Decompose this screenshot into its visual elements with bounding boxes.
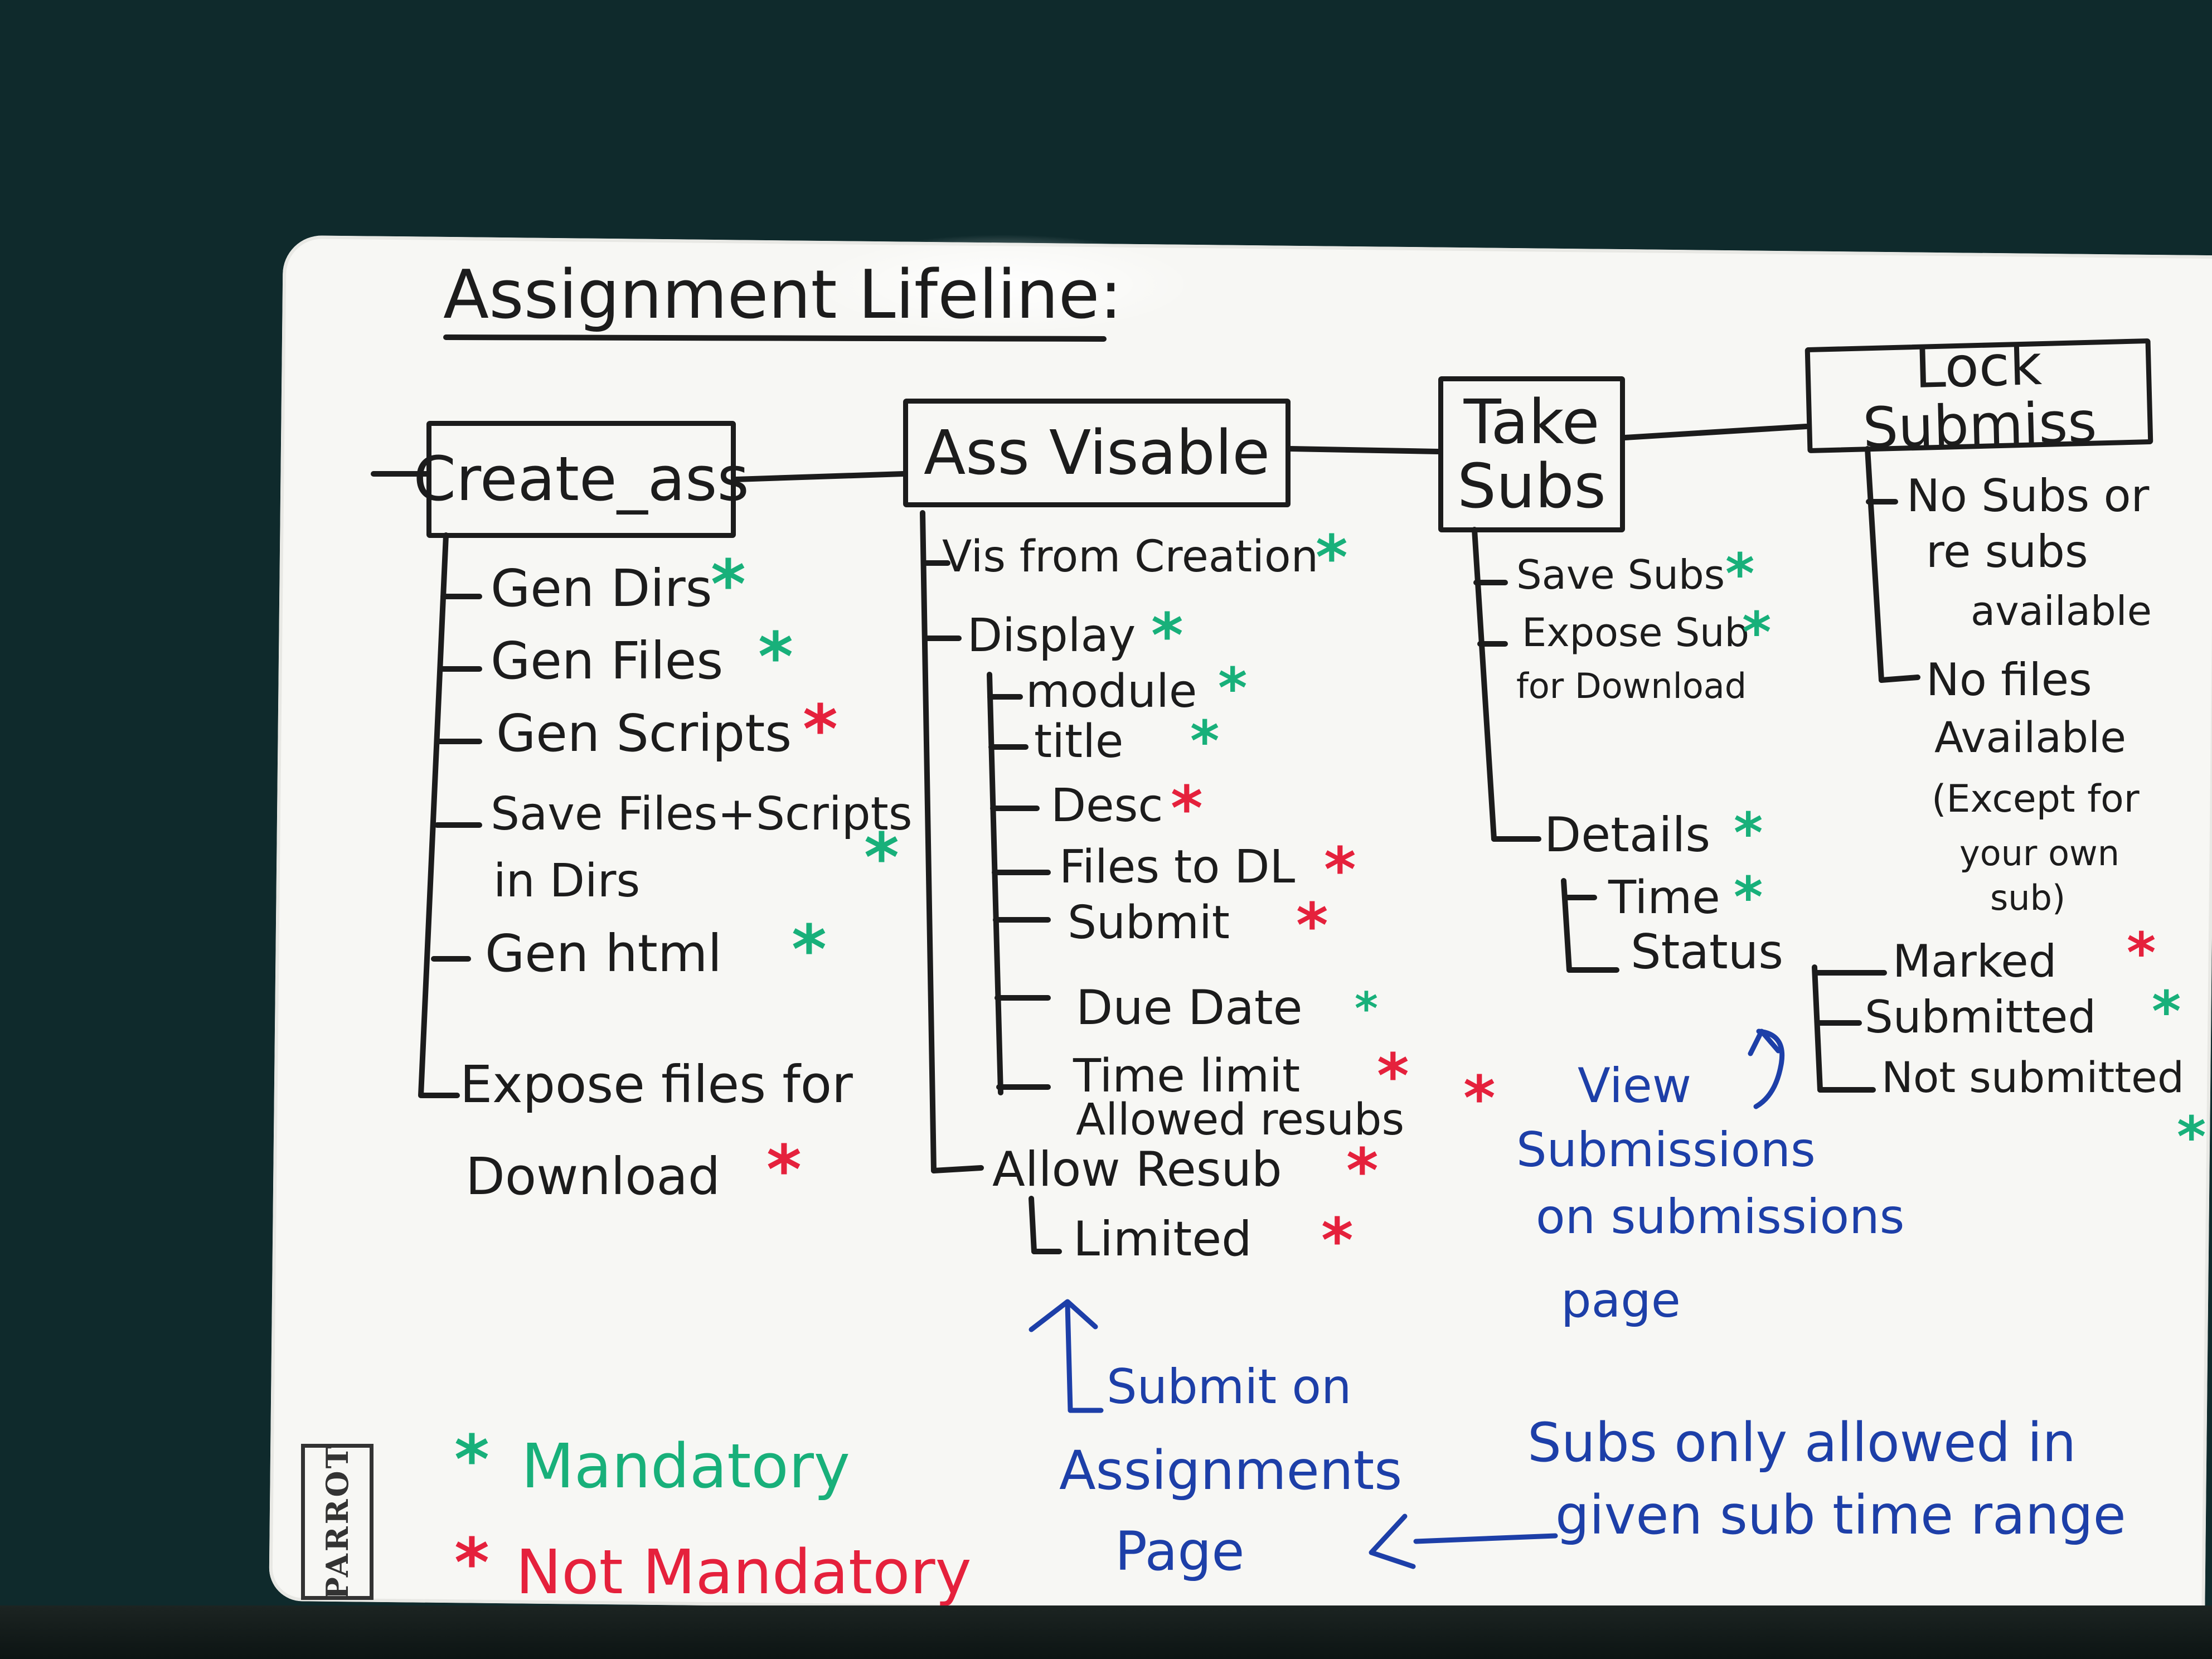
note-submit-on: Page bbox=[1115, 1520, 1245, 1583]
mandatory-star: * bbox=[2152, 979, 2181, 1044]
glare bbox=[808, 234, 1199, 334]
mandatory-star: * bbox=[1734, 801, 1763, 866]
take-item: Save Subs bbox=[1516, 551, 1725, 598]
note-view-subs: Submissions bbox=[1516, 1122, 1816, 1178]
mandatory-star: * bbox=[1734, 865, 1763, 930]
not-mandatory-star: * bbox=[2127, 920, 2156, 986]
lock-item-cont: Available bbox=[1934, 712, 2127, 762]
display-item: Due Date bbox=[1076, 980, 1303, 1036]
board-title: Assignment Lifeline: bbox=[443, 256, 1122, 334]
create-item: Gen Dirs bbox=[491, 559, 712, 618]
not-mandatory-star: * bbox=[1171, 773, 1203, 844]
note-submit-on: Assignments bbox=[1059, 1439, 1403, 1502]
display-item: Submit bbox=[1068, 896, 1230, 949]
brand-logo-text: PARROT bbox=[319, 1444, 355, 1600]
bottom-shadow bbox=[0, 1605, 2212, 1659]
legend-mandatory: Mandatory bbox=[521, 1430, 851, 1502]
mandatory-star: * bbox=[2177, 1104, 2206, 1170]
mandatory-star: * bbox=[1190, 709, 1220, 774]
not-mandatory-star: * bbox=[454, 1525, 489, 1602]
mandatory-star: * bbox=[1725, 541, 1755, 607]
lock-item-cont: (Except for bbox=[1932, 777, 2140, 821]
display-item: Desc bbox=[1051, 779, 1163, 832]
create-item: Save Files+Scripts bbox=[491, 788, 913, 841]
mandatory-star: * bbox=[792, 911, 827, 989]
limited: Limited bbox=[1073, 1211, 1252, 1267]
mandatory-star: * bbox=[454, 1422, 489, 1499]
lock-item-cont: sub) bbox=[1990, 877, 2066, 918]
legend-not-mandatory: Not Mandatory bbox=[516, 1536, 972, 1608]
display-item: Files to DL bbox=[1059, 841, 1296, 894]
display-item: module bbox=[1026, 665, 1197, 718]
mandatory-star: * bbox=[1742, 600, 1772, 665]
lock-item-cont: available bbox=[1971, 588, 2152, 634]
details-label: Details bbox=[1544, 807, 1711, 863]
lock-item: No Subs or bbox=[1907, 470, 2150, 522]
not-mandatory-star: * bbox=[1296, 890, 1328, 961]
status-label: Status bbox=[1631, 924, 1784, 980]
display-item: Time limit bbox=[1073, 1050, 1301, 1103]
lock-item: No files bbox=[1926, 654, 2092, 706]
not-mandatory-star: * bbox=[1377, 1040, 1409, 1112]
stage-box-visible: Ass Visable bbox=[903, 399, 1291, 507]
note-view-subs: on submissions bbox=[1536, 1189, 1905, 1245]
not-mandatory-star: * bbox=[767, 1132, 802, 1209]
brand-logo: PARROT bbox=[301, 1444, 373, 1600]
mandatory-star: * bbox=[1218, 656, 1248, 721]
mandatory-star: * bbox=[1316, 522, 1348, 593]
mandatory-star: * bbox=[1151, 600, 1183, 671]
display-label: Display bbox=[967, 609, 1136, 662]
mandatory-star: * bbox=[864, 819, 899, 897]
lock-item-cont: your own bbox=[1959, 833, 2120, 874]
note-subs-only: Subs only allowed in bbox=[1527, 1411, 2077, 1474]
create-item: Gen Scripts bbox=[496, 704, 792, 763]
mandatory-star: * bbox=[1355, 983, 1378, 1035]
status-item: Marked bbox=[1893, 935, 2057, 987]
note-view-subs: page bbox=[1561, 1273, 1681, 1328]
note-subs-only: given sub time range bbox=[1555, 1484, 2126, 1546]
stage-box-lock: Lock Submiss bbox=[1804, 332, 2153, 460]
create-item: Gen Files bbox=[491, 631, 724, 691]
time-label: Time bbox=[1608, 871, 1720, 924]
note-view-subs: View bbox=[1578, 1058, 1692, 1114]
not-mandatory-star: * bbox=[1463, 1063, 1496, 1134]
mandatory-star: * bbox=[758, 619, 793, 696]
display-item: title bbox=[1034, 715, 1124, 768]
status-item: Submitted bbox=[1865, 991, 2097, 1043]
note-submit-on: Submit on bbox=[1107, 1359, 1352, 1415]
create-item-cont: Download bbox=[465, 1147, 721, 1206]
create-item-cont: in Dirs bbox=[493, 855, 641, 908]
create-item: Expose files for bbox=[460, 1055, 853, 1114]
vis-from-creation: Vis from Creation bbox=[942, 532, 1319, 582]
stage-box-take: Take Subs bbox=[1438, 376, 1625, 532]
allow-resub: Allow Resub bbox=[992, 1142, 1282, 1197]
status-item: Not submitted bbox=[1881, 1052, 2185, 1102]
take-item-cont: for Download bbox=[1516, 666, 1747, 706]
lock-item-cont: re subs bbox=[1926, 526, 2088, 578]
create-item: Gen html bbox=[485, 924, 722, 983]
not-mandatory-star: * bbox=[803, 691, 838, 769]
display-item: Allowed resubs bbox=[1076, 1095, 1405, 1145]
not-mandatory-star: * bbox=[1324, 834, 1356, 905]
mandatory-star: * bbox=[711, 546, 746, 624]
stage-box-create: Create_ass bbox=[413, 421, 749, 538]
take-item: Expose Sub bbox=[1522, 610, 1749, 656]
not-mandatory-star: * bbox=[1346, 1135, 1379, 1206]
not-mandatory-star: * bbox=[1321, 1205, 1354, 1276]
